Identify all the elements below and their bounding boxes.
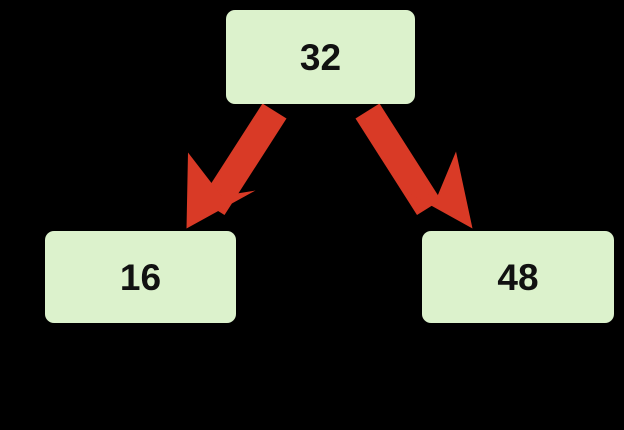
- edge-root-to-right-shaft: [355, 103, 441, 215]
- edge-root-to-left: [186, 103, 287, 229]
- tree-node-left-child-label: 16: [119, 256, 162, 298]
- edge-root-to-left-shaft: [200, 103, 287, 215]
- tree-node-right-child[interactable]: 48: [422, 231, 614, 323]
- edge-root-to-left-arrowhead: [186, 152, 256, 229]
- edge-root-to-right-arrowhead: [404, 151, 473, 229]
- tree-node-root-label: 32: [299, 36, 342, 78]
- edge-root-to-right: [355, 103, 473, 229]
- tree-node-left-child[interactable]: 16: [45, 231, 236, 323]
- tree-node-right-child-label: 48: [497, 256, 539, 298]
- tree-node-root[interactable]: 32: [226, 10, 415, 104]
